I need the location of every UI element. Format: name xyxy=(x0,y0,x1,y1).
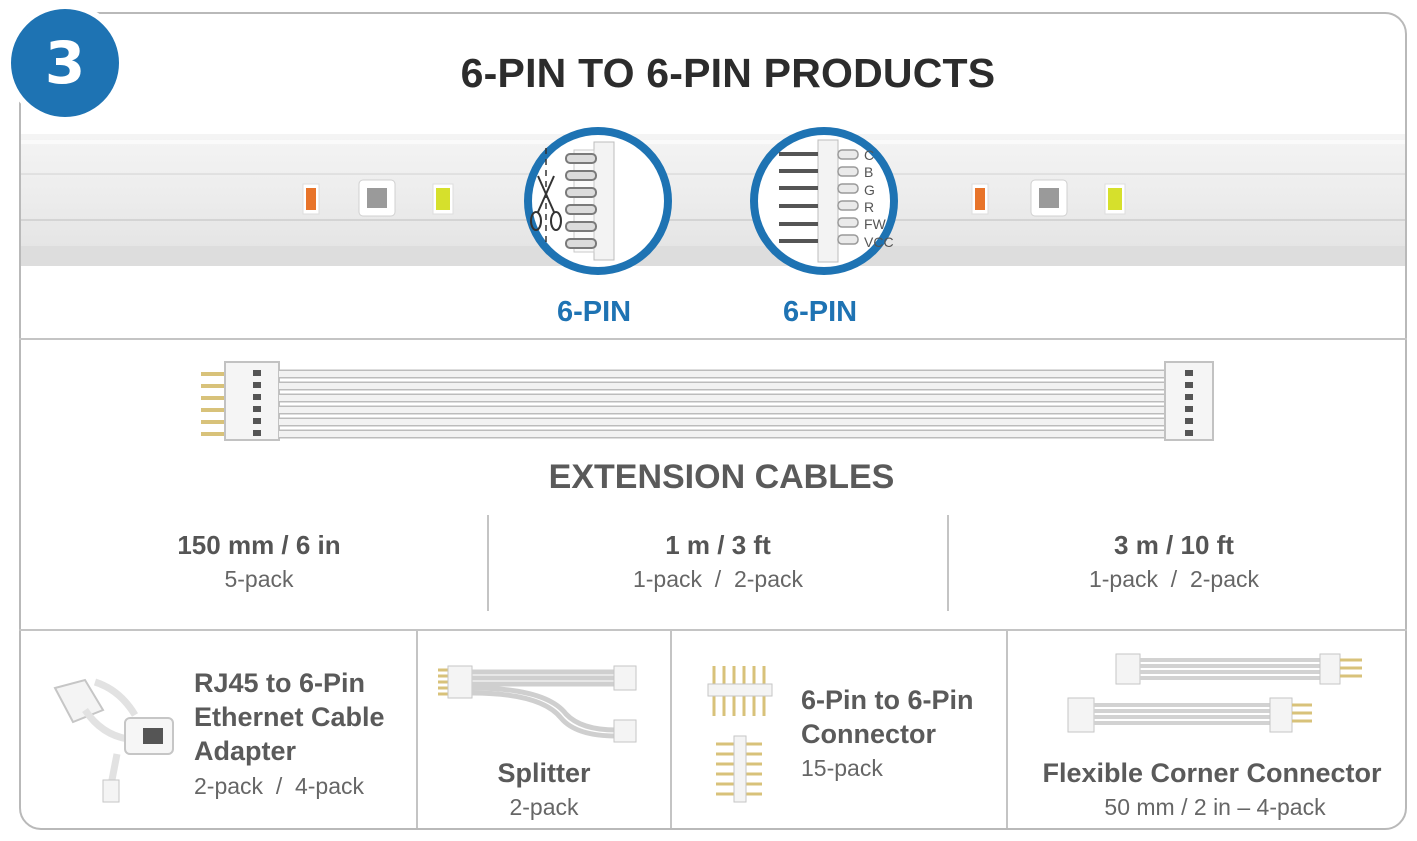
title-line: Adapter xyxy=(194,736,297,766)
splitter-image xyxy=(438,665,637,743)
female-connector-icon xyxy=(545,141,615,261)
rj45-adapter-image xyxy=(53,678,174,803)
divider xyxy=(947,515,949,611)
scissors-icon xyxy=(530,175,562,231)
corner-connector-image xyxy=(1067,653,1362,733)
title-line: RJ45 to 6-Pin xyxy=(194,668,366,698)
pin-label-g: G xyxy=(864,182,875,198)
page-title: 6-PIN TO 6-PIN PRODUCTS xyxy=(460,50,996,96)
product-packs-corner: 50 mm / 2 in – 4-pack xyxy=(1104,794,1326,820)
connector-label-left: 6-PIN xyxy=(557,296,632,328)
length-option-3m: 3 m / 10 ft 1-pack / 2-pack xyxy=(948,530,1400,593)
length-label: 1 m / 3 ft xyxy=(665,530,771,560)
product-title-rj45: RJ45 to 6-Pin Ethernet Cable Adapter xyxy=(194,666,385,768)
pin-label-list: C B G R FW VCC xyxy=(864,147,894,250)
product-title-corner: Flexible Corner Connector xyxy=(1042,758,1382,788)
title-line: Ethernet Cable xyxy=(194,702,385,732)
pack-label: 5-pack xyxy=(224,566,294,592)
pack-label: 1-pack / 2-pack xyxy=(632,566,804,592)
divider xyxy=(19,338,1407,340)
divider xyxy=(1006,630,1008,828)
pack-label: 1-pack / 2-pack xyxy=(1088,566,1260,592)
pin-label-c: C xyxy=(864,147,874,163)
step-badge: 3 xyxy=(5,3,125,123)
divider xyxy=(19,629,1407,631)
pin-connector-image xyxy=(707,666,773,803)
male-connector-icon xyxy=(779,139,859,263)
divider xyxy=(416,630,418,828)
pin-label-b: B xyxy=(864,164,873,180)
length-label: 3 m / 10 ft xyxy=(1114,530,1234,560)
led-strip-graphic xyxy=(21,127,1405,275)
length-option-150mm: 150 mm / 6 in 5-pack xyxy=(19,530,499,593)
pin-label-vcc: VCC xyxy=(864,234,894,250)
pin-label-fw: FW xyxy=(864,216,887,232)
led-strip-illustration: C B G R FW VCC xyxy=(21,126,1405,338)
product-packs-rj45: 2-pack / 4-pack xyxy=(194,773,365,799)
length-label: 150 mm / 6 in xyxy=(177,530,341,560)
extension-cables-title: EXTENSION CABLES xyxy=(548,458,895,496)
product-packs-connector: 15-pack xyxy=(801,755,883,781)
title-line: Connector xyxy=(801,719,936,749)
connector-label-right: 6-PIN xyxy=(783,296,858,328)
extension-cable-image xyxy=(201,361,1214,441)
product-title-splitter: Splitter xyxy=(497,758,591,788)
product-title-connector: 6-Pin to 6-Pin Connector xyxy=(801,683,974,751)
divider xyxy=(670,630,672,828)
product-packs-splitter: 2-pack xyxy=(509,794,579,820)
divider xyxy=(487,515,489,611)
title-line: 6-Pin to 6-Pin xyxy=(801,685,974,715)
length-option-1m: 1 m / 3 ft 1-pack / 2-pack xyxy=(488,530,948,593)
pin-label-r: R xyxy=(864,199,874,215)
